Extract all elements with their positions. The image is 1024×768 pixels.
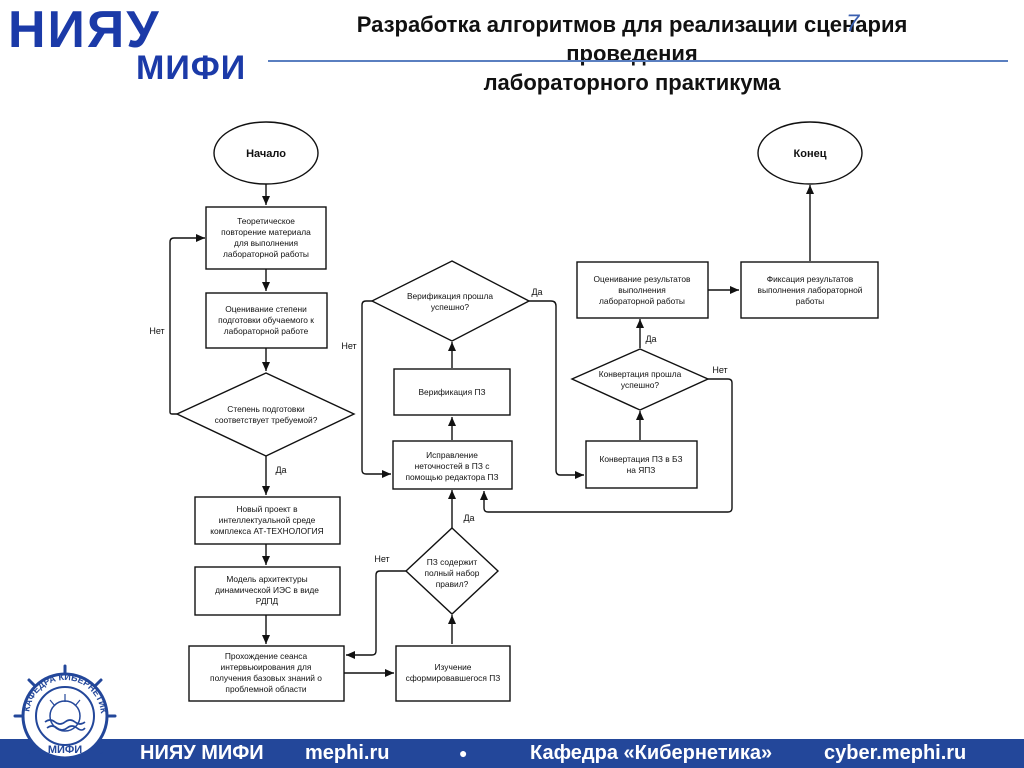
session-line: получения базовых знаний о [210,673,322,683]
assess-line: подготовки обучаемого к [218,315,314,325]
box-model [194,566,341,616]
level-line: соответствует требуемой? [215,415,318,425]
model-line: динамической ИЭС в виде [215,585,319,595]
box-theory [205,206,327,270]
assess-line: Оценивание степени [225,304,307,314]
session-line: Прохождение сеанса [225,651,308,661]
decision-level [175,372,356,457]
full-line: правил? [436,579,469,589]
label-no: Нет [149,326,164,336]
label-no: Нет [374,554,389,564]
convert-dec-line: Конвертация прошла [599,369,682,379]
results-line: лабораторной работы [599,296,685,306]
theory-line: Теоретическое [237,216,295,226]
session-line: интервьюирования для [221,662,312,672]
slide-number: 7 [846,10,860,37]
study-line: сформировавшегося ПЗ [406,673,501,683]
box-record [740,261,879,319]
model-line: Модель архитектуры [226,574,307,584]
record-line: работы [796,296,824,306]
convert-dec-line: успешно? [621,380,659,390]
record-line: Фиксация результатов [767,274,854,284]
label-yes: Да [463,513,474,523]
start-node [213,121,319,185]
label-yes: Да [645,334,656,344]
decision-convert [570,348,710,411]
verify-line: Верификация ПЗ [418,387,485,397]
title-rule [268,60,1008,62]
full-line: ПЗ содержит [427,557,478,567]
box-verify [393,368,511,416]
label-yes: Да [275,465,286,475]
level-line: Степень подготовки [227,404,305,414]
box-assess [205,292,328,349]
box-study [395,645,511,702]
cybernetics-department-logo: КАФЕДРА КИБЕРНЕТИКИ МИФИ [4,664,117,760]
project-line: интеллектуальной среде [219,515,316,525]
label-no: Нет [712,365,727,375]
verify-dec-line: Верификация прошла [407,291,493,301]
footer-bar: НИЯУ МИФИ mephi.ru ● Кафедра «Кибернетик… [0,739,1024,768]
study-line: Изучение [435,662,472,672]
convert-line: на ЯПЗ [627,465,656,475]
fix-line: Исправление [426,450,478,460]
footer-right-site[interactable]: cyber.mephi.ru [824,742,967,764]
footer-left-site[interactable]: mephi.ru [305,742,390,764]
box-project [194,496,341,545]
niyau-mifi-logo: НИЯУ МИФИ [8,2,263,94]
project-line: Новый проект в [236,504,298,514]
label-no: Нет [341,341,356,351]
session-line: проблемной области [225,684,307,694]
start-label: Начало [246,148,286,160]
results-line: выполнения [618,285,666,295]
verify-dec-line: успешно? [431,302,469,312]
end-label: Конец [794,148,827,160]
footer-left-name: НИЯУ МИФИ [140,742,264,764]
logo-line-1: НИЯУ [8,1,161,59]
box-fix [392,440,513,490]
logo-bottom-text: МИФИ [48,744,82,756]
slide-title: Разработка алгоритмов для реализации сце… [262,10,1002,97]
theory-line: для выполнения [234,238,298,248]
label-yes: Да [531,287,542,297]
end-node [757,121,863,185]
footer-right-name: Кафедра «Кибернетика» [530,742,773,764]
project-line: комплекса АТ-ТЕХНОЛОГИЯ [210,526,323,536]
theory-line: повторение материала [221,227,311,237]
box-convert [585,440,698,489]
footer-bullet: ● [459,745,468,761]
decision-verify [370,260,531,342]
assess-line: лабораторной работе [224,326,309,336]
title-line-3: лабораторного практикума [483,70,781,95]
full-line: полный набор [425,568,480,578]
results-line: Оценивание результатов [593,274,691,284]
box-session [188,645,345,702]
theory-line: лабораторной работы [223,249,309,259]
model-line: РДПД [256,596,279,606]
decision-full [404,527,500,615]
fix-line: неточностей в ПЗ с [415,461,490,471]
title-line-1: Разработка алгоритмов для реализации сце… [356,12,908,37]
convert-line: Конвертация ПЗ в БЗ [599,454,682,464]
fix-line: помощью редактора ПЗ [405,472,498,482]
logo-line-2: МИФИ [136,49,247,87]
box-results [576,261,709,319]
flowchart: Начало Конец Теоретическое повторение ма… [149,121,879,702]
record-line: выполнения лабораторной [758,285,863,295]
